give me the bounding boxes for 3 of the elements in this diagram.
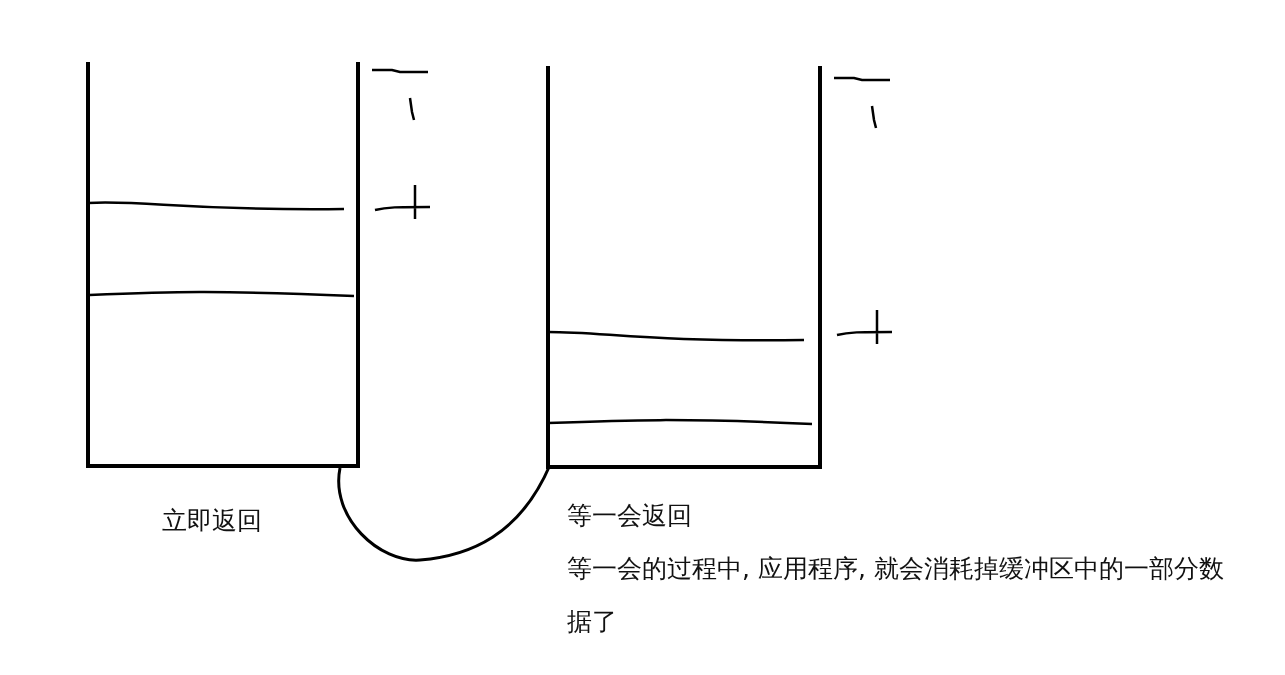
caption-text: 立即返回 <box>162 505 263 537</box>
caption-text: 等一会返回 <box>567 500 693 532</box>
explanation-text: 等一会的过程中, 应用程序, 就会消耗掉缓冲区中的一部分数据了 <box>567 553 1225 638</box>
